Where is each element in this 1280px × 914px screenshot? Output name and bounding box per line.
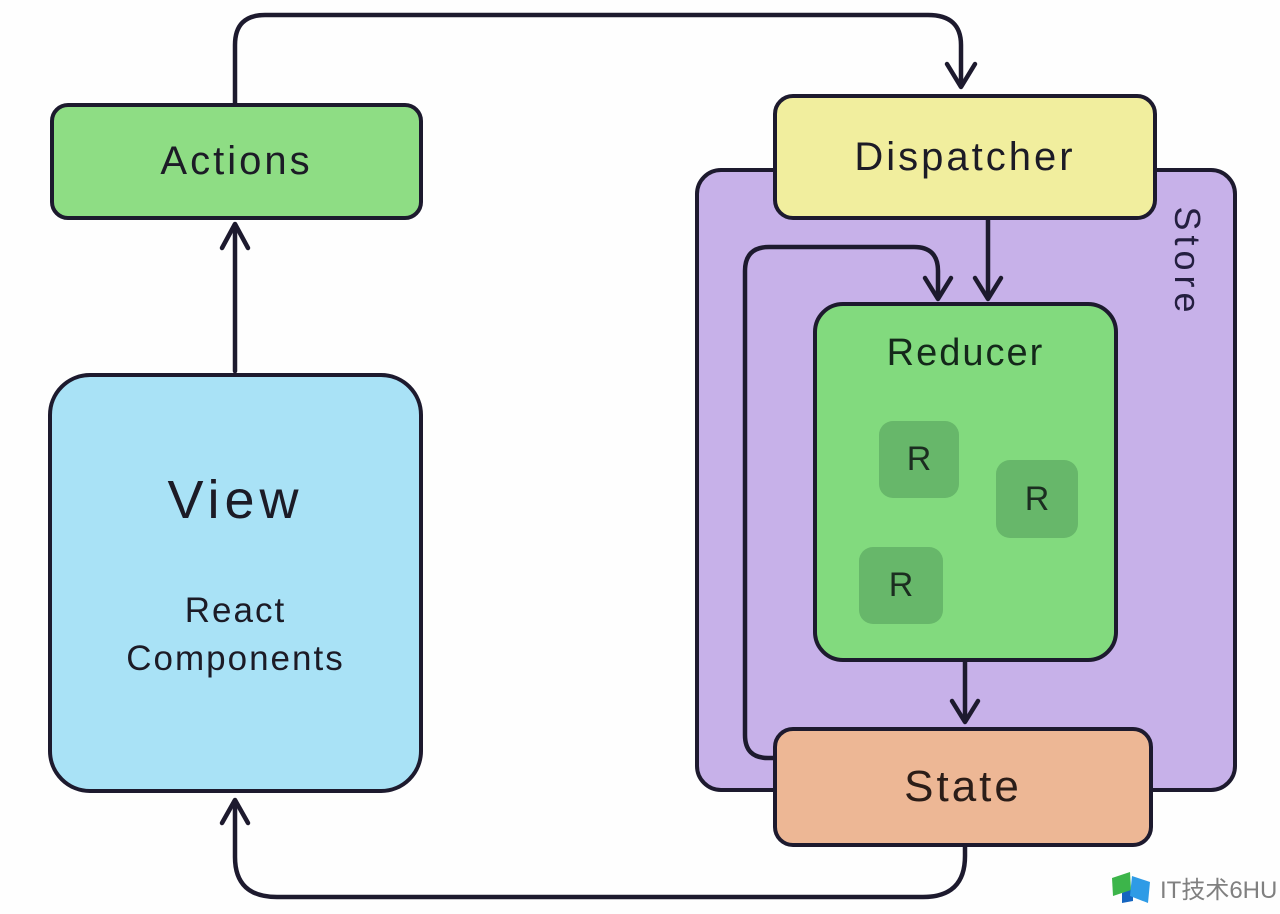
- actions-label: Actions: [160, 139, 313, 183]
- node-actions: Actions: [50, 103, 423, 220]
- reducer-item: R: [879, 421, 959, 498]
- node-view: View React Components: [48, 373, 423, 793]
- watermark: IT技术6HU: [1110, 869, 1277, 906]
- view-subtitle: React Components: [126, 587, 344, 684]
- watermark-logo-icon: [1112, 872, 1150, 903]
- arrowhead-into-actions: [219, 221, 251, 251]
- arrowhead-into-view: [219, 797, 251, 826]
- node-state: State: [773, 727, 1153, 847]
- view-subtitle-line-1: React: [184, 591, 287, 630]
- node-reducer: Reducer R R R: [813, 302, 1118, 662]
- connector-state-to-view: [232, 800, 968, 900]
- arrowhead-into-reducer-left: [922, 275, 954, 302]
- connector-state-loop-to-reducer: [742, 244, 941, 761]
- node-dispatcher: Dispatcher: [773, 94, 1157, 220]
- reducer-item: R: [996, 460, 1078, 538]
- view-subtitle-line-2: Components: [126, 639, 345, 679]
- state-label: State: [904, 762, 1022, 811]
- reducer-label: Reducer: [886, 332, 1045, 374]
- connector-actions-to-dispatcher: [232, 12, 964, 108]
- view-title: View: [167, 470, 304, 530]
- reducer-item: R: [859, 547, 943, 624]
- arrowhead-into-reducer-right: [972, 275, 1004, 302]
- dispatcher-label: Dispatcher: [854, 134, 1076, 179]
- watermark-text: IT技术6HU: [1160, 877, 1278, 904]
- arrowhead-into-state: [949, 698, 981, 725]
- arrowhead-into-dispatcher: [944, 61, 978, 90]
- store-label: Store: [1167, 206, 1208, 318]
